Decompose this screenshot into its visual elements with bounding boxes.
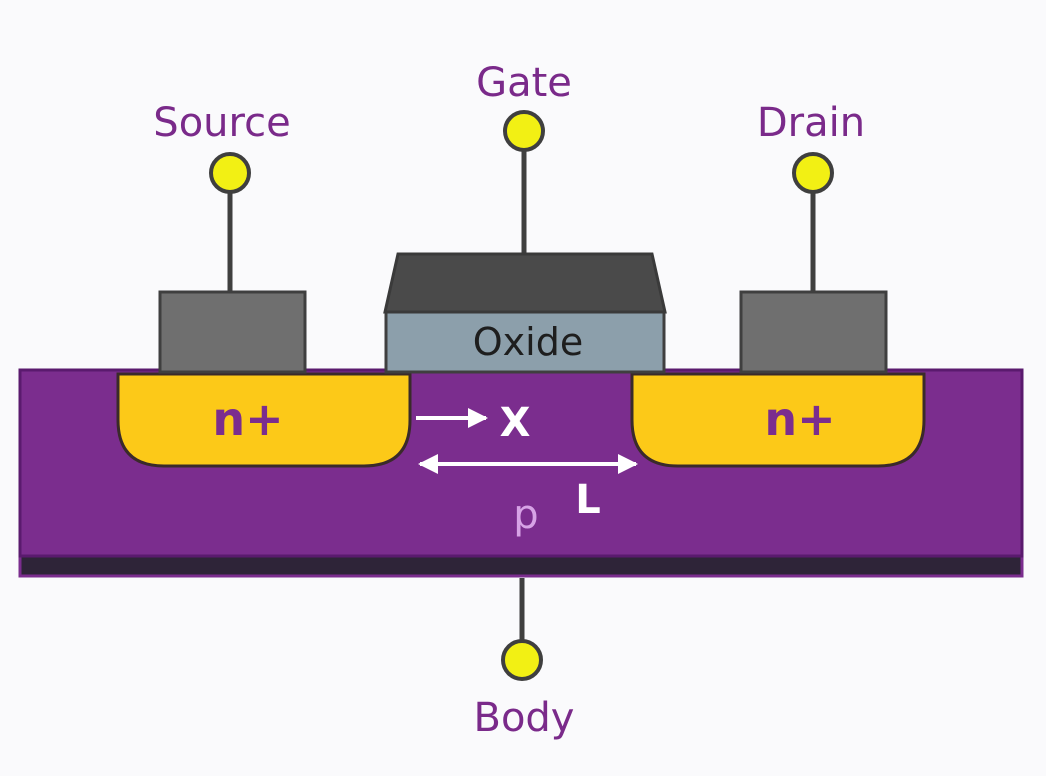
body-contact-bar xyxy=(18,554,1024,578)
source-contact xyxy=(158,290,307,374)
terminal-nodes xyxy=(209,110,834,681)
oxide-label: Oxide xyxy=(473,320,583,364)
source-region-label: n+ xyxy=(212,392,283,446)
source-node-icon xyxy=(209,152,251,194)
body-label: Body xyxy=(474,695,575,741)
source-n-plus-region xyxy=(116,372,412,468)
depletion-marker-label: X xyxy=(500,400,531,446)
gate-electrode xyxy=(383,252,667,314)
drain-contact xyxy=(739,290,888,374)
channel-length-label: L xyxy=(575,477,601,523)
source-label: Source xyxy=(153,100,290,146)
drain-label: Drain xyxy=(757,100,865,146)
gate-label: Gate xyxy=(476,60,572,106)
substrate-label: p xyxy=(513,492,538,538)
body-node-icon xyxy=(501,639,543,681)
drain-node-icon xyxy=(792,152,834,194)
drain-region-label: n+ xyxy=(764,392,835,446)
drain-n-plus-region xyxy=(630,372,926,468)
gate-node-icon xyxy=(503,110,545,152)
